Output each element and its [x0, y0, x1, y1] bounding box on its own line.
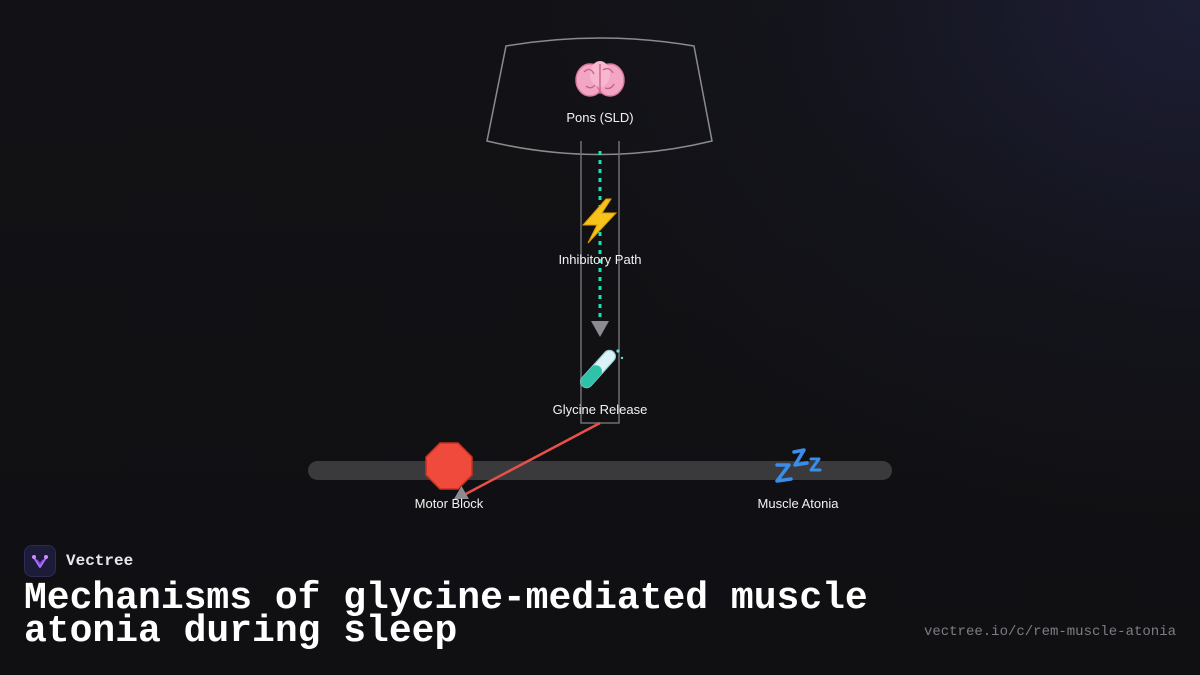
vectree-logo-icon — [24, 545, 56, 577]
stop-sign-icon — [425, 442, 473, 490]
brand: Vectree — [24, 544, 133, 578]
source-url: vectree.io/c/rem-muscle-atonia — [923, 624, 1176, 640]
pons-label: Pons (SLD) — [566, 110, 633, 125]
brain-icon — [575, 61, 625, 97]
muscle-atonia-label: Muscle Atonia — [758, 496, 840, 511]
pons-region-outline — [486, 37, 713, 156]
up-arrow-icon — [454, 486, 469, 499]
down-arrow-icon — [591, 321, 609, 337]
lightning-icon — [581, 198, 618, 244]
zzz-icon — [775, 448, 822, 483]
glycine-release-label: Glycine Release — [553, 402, 648, 417]
inhibition-line — [461, 421, 601, 498]
test-tube-icon — [580, 349, 624, 389]
inhibitory-path-label: Inhibitory Path — [558, 252, 641, 267]
page-title: Mechanisms of glycine-mediated muscle at… — [24, 577, 868, 653]
brand-name: Vectree — [66, 552, 134, 570]
motor-block-label: Motor Block — [415, 496, 484, 511]
